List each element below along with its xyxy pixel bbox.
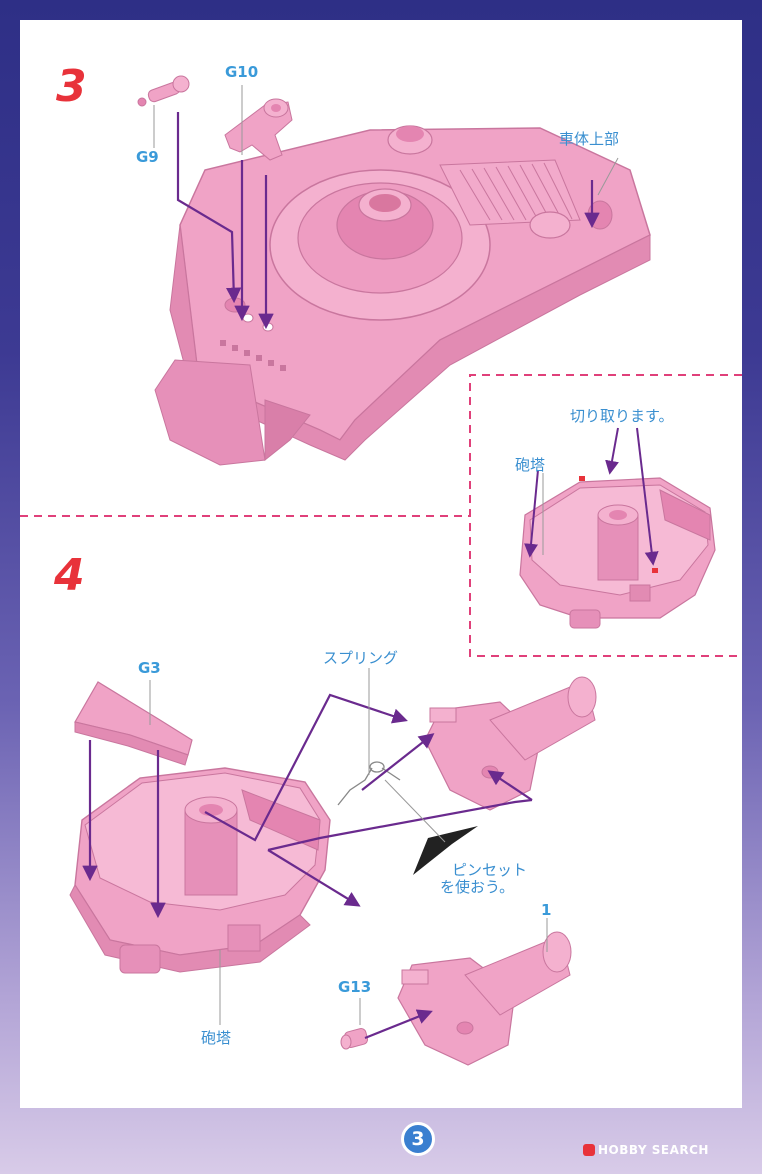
step-3-number: 3 <box>56 61 87 112</box>
gun-part-1-drawing <box>397 931 572 1066</box>
detail-turret-part <box>519 476 716 629</box>
instruction-sheet: 3 4 G9 G10 G3 G13 1 車体上部 切り取ります。 砲塔 スプリン… <box>20 20 742 1108</box>
label-turret-main: 砲塔 <box>201 1029 232 1047</box>
main-turret-part <box>69 767 331 974</box>
hobby-search-logo-icon <box>583 1144 595 1156</box>
watermark-text: HOBBY SEARCH <box>598 1143 709 1157</box>
page-number-badge: 3 <box>401 1122 435 1156</box>
label-tweezers-line2: を使おう。 <box>440 878 515 897</box>
part-g9-drawing <box>137 75 190 107</box>
label-upper-hull: 車体上部 <box>559 130 620 148</box>
label-cut-off: 切り取ります。 <box>570 407 674 425</box>
label-turret-detail: 砲塔 <box>515 456 546 474</box>
step-4-number: 4 <box>54 550 85 601</box>
label-tweezers-line1: ピンセット <box>452 861 528 879</box>
label-tweezers: ピンセット を使おう。 <box>440 861 528 897</box>
part-g13-drawing <box>340 1028 369 1050</box>
label-spring: スプリング <box>323 649 399 667</box>
gun-mantlet-part <box>424 676 597 811</box>
watermark: HOBBY SEARCH <box>583 1143 709 1157</box>
tweezers-icon <box>413 826 478 875</box>
label-g13: G13 <box>338 978 372 996</box>
label-g10: G10 <box>225 63 259 81</box>
assembly-illustration <box>20 75 742 1066</box>
label-g3: G3 <box>138 659 161 677</box>
part-g3-drawing <box>74 681 193 766</box>
label-g9: G9 <box>136 148 159 166</box>
label-part-1: 1 <box>541 901 552 919</box>
upper-hull-part <box>154 125 651 466</box>
